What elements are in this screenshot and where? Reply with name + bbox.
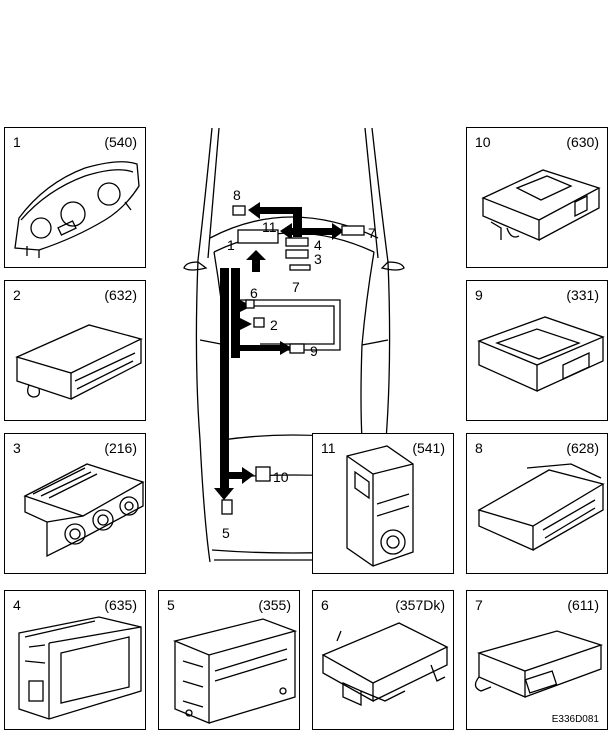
label-9: 9	[310, 343, 318, 359]
panel-code: (331)	[566, 287, 599, 303]
unit-9-marker	[289, 343, 305, 354]
panel-10-control-module: 10 (630)	[466, 127, 608, 268]
unit-3-marker	[285, 249, 309, 259]
panel-code: (628)	[566, 440, 599, 456]
panel-number: 9	[475, 287, 483, 303]
display-unit-illustration	[18, 616, 142, 720]
panel-9-airbag-module: 9 (331)	[466, 280, 608, 421]
panel-code: (632)	[104, 287, 137, 303]
panel-code: (541)	[412, 440, 445, 456]
panel-number: 11	[321, 440, 336, 456]
control-module-illustration	[321, 622, 449, 707]
panel-code: (611)	[567, 597, 599, 613]
panel-6-control-module: 6 (357Dk)	[312, 590, 454, 730]
label-6: 6	[250, 285, 258, 301]
label-1: 1	[227, 237, 235, 253]
panel-number: 7	[475, 597, 483, 613]
panel-code: (355)	[258, 597, 291, 613]
panel-number: 2	[13, 287, 21, 303]
panel-number: 10	[475, 134, 491, 150]
panel-code: (357Dk)	[395, 597, 445, 613]
panel-number: 4	[13, 597, 21, 613]
figure-code: E336D081	[551, 714, 599, 725]
panel-number: 6	[321, 597, 329, 613]
unit-10-marker	[255, 466, 271, 482]
panel-code: (216)	[104, 440, 137, 456]
label-8: 8	[233, 187, 241, 203]
panel-1-instrument-cluster: 1 (540)	[4, 127, 146, 268]
panel-code: (635)	[104, 597, 137, 613]
label-10: 10	[273, 469, 289, 485]
airbag-module-illustration	[477, 316, 605, 393]
label-3: 3	[314, 251, 322, 267]
panel-number: 5	[167, 597, 175, 613]
control-module-illustration	[346, 445, 414, 567]
unit-8-marker	[232, 205, 246, 216]
control-module-illustration	[477, 463, 605, 552]
car-left-body-line	[195, 127, 213, 563]
unit-7-marker	[341, 225, 365, 236]
unit-6-marker	[245, 299, 255, 309]
label-11: 11	[262, 219, 277, 235]
wiring-harness	[214, 202, 344, 500]
panel-code: (630)	[566, 134, 599, 150]
panel-code: (540)	[104, 134, 137, 150]
label-2: 2	[270, 317, 278, 333]
panel-7-control-module: 7 (611) E336D081	[466, 590, 608, 730]
panel-4-display-unit: 4 (635)	[4, 590, 146, 730]
label-7-a: 7	[368, 225, 376, 241]
panel-11-control-module: 11 (541)	[312, 433, 454, 574]
panel-2-control-module: 2 (632)	[4, 280, 146, 421]
panel-8-control-module: 8 (628)	[466, 433, 608, 574]
label-5: 5	[222, 525, 230, 541]
panel-number: 1	[13, 134, 21, 150]
unit-1-marker	[237, 229, 279, 244]
climate-control-illustration	[23, 463, 145, 558]
control-module-illustration	[481, 169, 601, 241]
instrument-cluster-illustration	[14, 161, 140, 258]
panel-number: 8	[475, 440, 483, 456]
label-4: 4	[314, 237, 322, 253]
control-module-illustration	[474, 630, 604, 698]
label-7-b: 7	[292, 279, 300, 295]
panel-5-radio-unit: 5 (355)	[158, 590, 300, 730]
radio-unit-illustration	[172, 618, 298, 724]
panel-3-climate-control: 3 (216)	[4, 433, 146, 574]
unit-2-marker	[253, 317, 265, 328]
unit-4-marker	[285, 237, 309, 247]
control-module-illustration	[15, 324, 143, 400]
panel-number: 3	[13, 440, 21, 456]
unit-5-marker	[221, 499, 233, 515]
